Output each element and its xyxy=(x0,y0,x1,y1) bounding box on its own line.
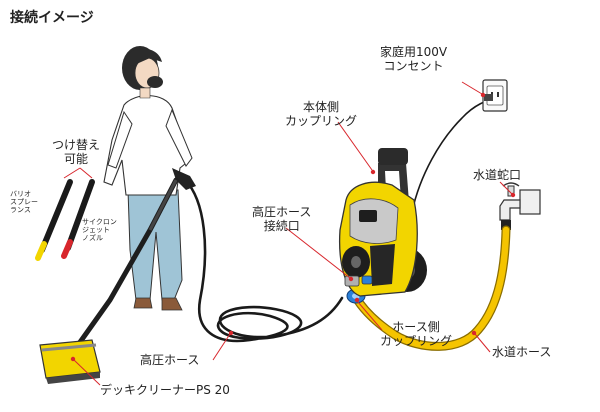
power-cord xyxy=(411,99,493,213)
wall-outlet-icon xyxy=(482,79,508,112)
page-title: 接続イメージ xyxy=(10,10,94,26)
cyclone-nozzle-label: サイクロン ジェット ノズル xyxy=(82,218,117,242)
woman-figure xyxy=(103,46,193,311)
body-coupling-label-line2: カップリング xyxy=(285,114,358,128)
body-coupling-label: 本体側 カップリング xyxy=(285,100,357,128)
hose-coupling-label-line1: ホース側 xyxy=(392,320,440,334)
leader-lines xyxy=(63,81,516,386)
hose-coupling-label-line2: カップリング xyxy=(380,334,453,348)
hp-hose-label: 高圧ホース xyxy=(140,353,200,367)
hose-coupling-label: ホース側 カップリング xyxy=(380,320,452,348)
spray-gun-icon xyxy=(75,168,196,348)
pressure-washer-icon xyxy=(338,148,427,297)
vario-lance-label-line3: ランス xyxy=(10,206,31,214)
hp-hose-port-label-line1: 高圧ホース xyxy=(252,205,312,219)
interchangeable-label-line2: 可能 xyxy=(64,152,89,166)
vario-lance-label-line2: スプレー xyxy=(10,198,38,206)
cyclone-nozzle-label-line1: サイクロン xyxy=(82,218,117,226)
water-hose-label: 水道ホース xyxy=(492,345,552,359)
hp-hose-port-label-line2: 接続口 xyxy=(263,219,300,233)
body-coupling-label-line1: 本体側 xyxy=(303,100,340,114)
vario-lance-label: バリオ スプレー ランス xyxy=(10,190,38,214)
cyclone-jet-nozzle-icon xyxy=(61,179,95,259)
outlet-label: 家庭用100V コンセント xyxy=(380,45,447,73)
vario-lance-label-line1: バリオ xyxy=(10,190,31,198)
faucet-label: 水道蛇口 xyxy=(473,168,522,182)
cyclone-nozzle-label-line3: ノズル xyxy=(82,234,103,242)
water-faucet-icon xyxy=(499,182,541,230)
hp-hose-port-label: 高圧ホース 接続口 xyxy=(252,205,311,233)
interchangeable-label-line1: つけ替え xyxy=(52,138,101,152)
cyclone-nozzle-label-line2: ジェット xyxy=(82,226,110,234)
deck-cleaner-icon xyxy=(39,339,101,384)
outlet-label-line2: コンセント xyxy=(383,59,444,73)
interchangeable-label: つけ替え 可能 xyxy=(52,138,100,166)
vario-spray-lance-icon xyxy=(35,179,73,261)
outlet-label-line1: 家庭用100V xyxy=(380,45,448,59)
deck-cleaner-label: デッキクリーナーPS 20 xyxy=(100,383,230,397)
high-pressure-hose xyxy=(183,178,344,343)
